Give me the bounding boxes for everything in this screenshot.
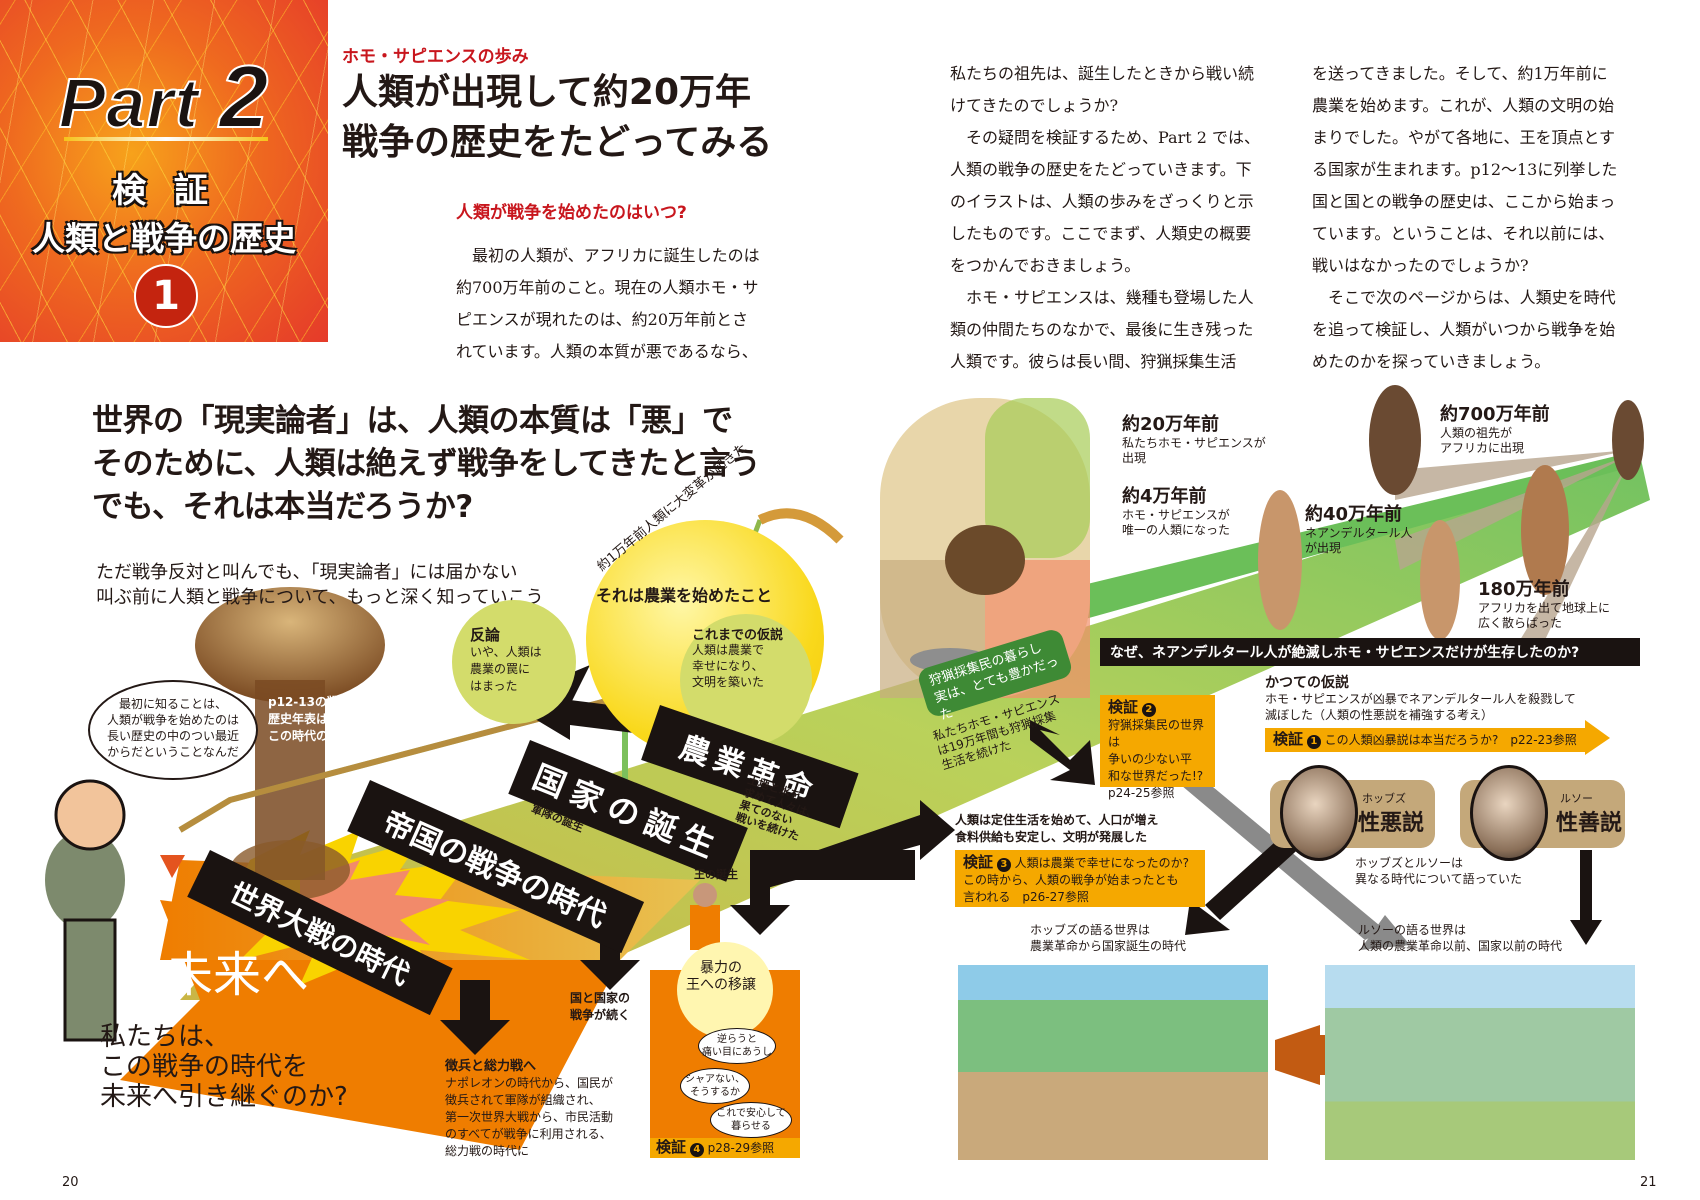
kicker: ホモ・サピエンスの歩み bbox=[342, 47, 529, 67]
timeline-400k: 約40万年前ネアンデルタール人が出現 bbox=[1305, 504, 1413, 555]
page-number-right: 21 bbox=[1640, 1175, 1657, 1190]
homo-sapiens-figure bbox=[1258, 490, 1302, 630]
prior-hypothesis-circle: これまでの仮説 人類は農業で幸せになり、文明を築いた bbox=[680, 614, 812, 746]
hobbes-name: ホッブズ bbox=[1362, 792, 1406, 805]
counterargument-circle: 反論 いや、人類は農業の罠にはまった bbox=[452, 600, 576, 724]
hunter-gatherer-illustration bbox=[1325, 965, 1635, 1160]
future-question: 私たちは、この戦争の時代を未来へ引き継ぐのか? bbox=[100, 1022, 348, 1112]
old-hypothesis: かつての仮説 ホモ・サピエンスが凶暴でネアンデルタール人を殺戮して滅ぼした（人類… bbox=[1265, 675, 1576, 722]
hobbes-portrait bbox=[1280, 765, 1358, 861]
ancestor-figure bbox=[1369, 385, 1421, 495]
verify2-box: 検証 2 狩猟採集民の世界は争いの少ない平和な世界だった!?p24-25参照 bbox=[1100, 695, 1215, 800]
verify4-box: 検証 4 p28-29参照 bbox=[650, 1138, 800, 1158]
banner-subtitle-2: 人類と戦争の歴史 bbox=[32, 219, 296, 258]
timeline-200k: 約20万年前私たちホモ・サピエンスが出現 bbox=[1122, 414, 1266, 465]
verify1-box: 検証 1 この人類凶暴説は本当だろうか? p22-23参照 bbox=[1265, 728, 1585, 752]
cloud-note: p12-13の戦争の歴史年表はわずかな、この時代のこと bbox=[268, 695, 389, 743]
body-column-1: 最初の人類が、アフリカに誕生したのは約700万年前のこと。現在の人類ホモ・サピエ… bbox=[456, 246, 760, 361]
future-label: 未来へ bbox=[165, 947, 310, 1003]
bear-icon bbox=[945, 525, 1025, 595]
timeline-1.8m: 180万年前アフリカを出て地球上に広く散らばった bbox=[1478, 579, 1611, 630]
bubble-1: 逆らうと痛い目にあうし bbox=[698, 1028, 776, 1064]
agricultural-village-illustration bbox=[958, 965, 1268, 1160]
settled-life-note: 人類は定住生活を始めて、人口が増え食料供給も安定し、文明が発展した bbox=[955, 813, 1159, 844]
arrow-down-icon bbox=[580, 915, 640, 990]
page-number-left: 20 bbox=[62, 1175, 79, 1190]
sub-heading: ただ戦争反対と叫んでも、「現実論者」には届かない 叫ぶ前に人類と戦争について、も… bbox=[96, 562, 544, 608]
verify3-box: 検証 3 人類は農業で幸せになったのか? この時から、人類の戦争が始まったとも言… bbox=[955, 850, 1205, 907]
arrow-down-icon bbox=[440, 980, 510, 1055]
rousseau-name: ルソー bbox=[1560, 792, 1593, 805]
rousseau-portrait bbox=[1470, 765, 1548, 861]
timeline-40k: 約4万年前ホモ・サピエンスが唯一の人類になった bbox=[1122, 486, 1231, 537]
violence-transfer-title: 暴力の王への移譲 bbox=[686, 960, 756, 993]
rousseau-theory: 性善説 bbox=[1556, 811, 1623, 836]
body-column-2: 私たちの祖先は、誕生したときから戦い続けてきたのでしょうか? その疑問を検証する… bbox=[950, 64, 1261, 371]
body-column-3: を送ってきました。そして、約1万年前に農業を始めます。これが、人類の文明の始まり… bbox=[1312, 64, 1618, 371]
sun-main-text: それは農業を始めたこと bbox=[596, 586, 773, 605]
speech-bubble: 最初に知ることは、人類が戦争を始めたのは 長い歴史の中のつい最近からだということ… bbox=[88, 680, 258, 780]
part-label: Part 2 bbox=[58, 46, 270, 147]
hobbes-world-caption: ホッブズの語る世界は農業革命から国家誕生の時代 bbox=[1030, 923, 1187, 953]
rousseau-world-caption: ルソーの語る世界は人類の農業革命以前、国家以前の時代 bbox=[1358, 923, 1563, 953]
banner-subtitle-1: 検 証 bbox=[112, 171, 216, 211]
part-banner: Part 2 検 証 人類と戦争の歴史 1 bbox=[0, 0, 328, 342]
lead-heading: 人類が戦争を始めたのはいつ? bbox=[456, 203, 687, 223]
hobbes-theory: 性悪説 bbox=[1358, 811, 1425, 836]
king-birth-label: 王の誕生 bbox=[694, 868, 738, 881]
bubble-2: シャアない、そうするか bbox=[680, 1068, 750, 1104]
page-title: 人類が出現して約20万年 戦争の歴史をたどってみる bbox=[342, 72, 773, 163]
banner-rule bbox=[64, 137, 268, 141]
main-heading: 世界の「現実論者」は、人類の本質は「悪」で そのために、人類は絶えず戦争をしてき… bbox=[92, 403, 761, 525]
chapter-number-badge: 1 bbox=[134, 264, 198, 328]
future-wedge bbox=[120, 900, 620, 1150]
conscription-note: 徴兵と総力戦へ ナポレオンの時代から、国民が徴兵されて軍隊が組織され、第一次世界… bbox=[445, 1059, 614, 1158]
state-war-note: 国と国家の戦争が続く bbox=[570, 991, 631, 1022]
bubble-3: これで安心して暮らせる bbox=[710, 1102, 792, 1138]
neanderthal-question: なぜ、ネアンデルタール人が絶滅しホモ・サピエンスだけが生存したのか? bbox=[1100, 638, 1640, 666]
mushroom-cloud-icon bbox=[195, 587, 385, 703]
timeline-7m: 約700万年前人類の祖先がアフリカに出現 bbox=[1440, 404, 1550, 455]
philosophers-caption: ホッブズとルソーは異なる時代について語っていた bbox=[1355, 856, 1523, 886]
